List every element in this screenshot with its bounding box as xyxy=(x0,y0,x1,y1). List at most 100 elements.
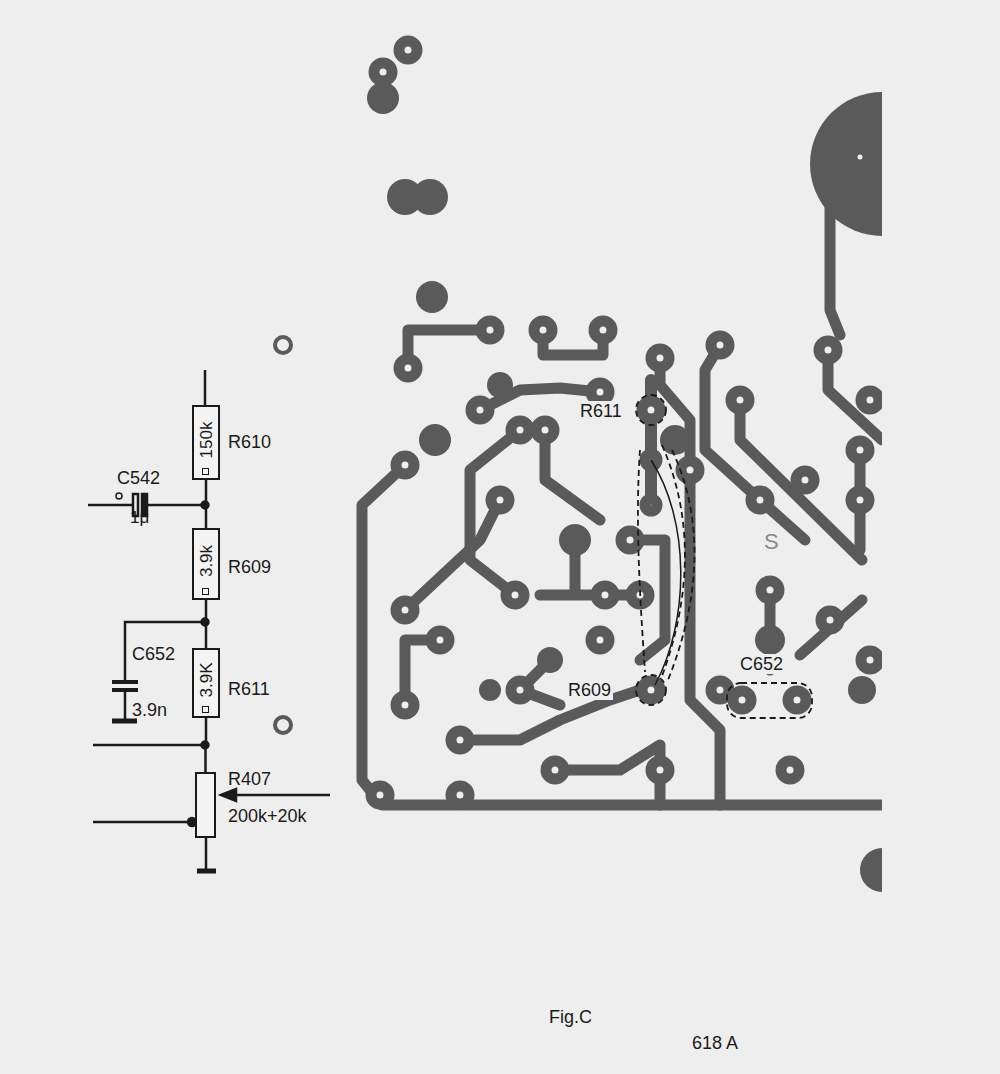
component-outline xyxy=(636,675,666,705)
solder-pad xyxy=(851,491,869,509)
copper-trace xyxy=(555,745,660,805)
solder-pad xyxy=(399,359,417,377)
copper-trace xyxy=(830,200,840,335)
wiper-arrow xyxy=(221,789,236,801)
jumper-wire xyxy=(651,460,681,685)
copper-blob xyxy=(487,372,513,398)
copper-trace xyxy=(800,600,862,655)
part-label: S xyxy=(762,530,781,554)
part-label: R610 xyxy=(228,433,271,451)
component-outline xyxy=(638,450,645,672)
copper-blob xyxy=(755,625,785,655)
solder-pad xyxy=(651,349,669,367)
solder-pad xyxy=(781,761,799,779)
drill-hole xyxy=(858,155,863,160)
resistor-symbol: R407200k+20k xyxy=(195,772,216,838)
resistor-value: 3.9k xyxy=(198,545,215,577)
copper-blob xyxy=(367,82,399,114)
copper-trace xyxy=(705,345,805,540)
copper-trace xyxy=(740,400,862,560)
pin-marker xyxy=(202,706,209,713)
solder-pad xyxy=(819,341,837,359)
solder-pad xyxy=(396,696,414,714)
wire xyxy=(88,504,133,507)
wire xyxy=(205,838,208,870)
wire xyxy=(124,690,127,720)
solder-pad xyxy=(591,631,609,649)
solder-pad xyxy=(645,499,657,511)
solder-pad xyxy=(371,786,389,804)
solder-pad xyxy=(711,336,729,354)
resistor-value: 150k xyxy=(198,421,215,458)
copper-area xyxy=(860,848,882,892)
copper-blob xyxy=(660,425,690,455)
part-label: 618 A xyxy=(690,1033,740,1053)
copper-area xyxy=(810,92,882,236)
part-label: R611 xyxy=(228,680,270,698)
copper-blob xyxy=(416,281,448,313)
drill-ring xyxy=(275,337,291,353)
solder-pad xyxy=(511,421,529,439)
solder-pad xyxy=(399,41,417,59)
solder-pad xyxy=(396,456,414,474)
pin-marker xyxy=(202,468,209,475)
solder-pad xyxy=(642,401,660,419)
copper-trace xyxy=(690,470,720,805)
copper-blob xyxy=(559,524,591,556)
solder-pad xyxy=(821,611,839,629)
part-label: 200k+20k xyxy=(228,807,307,825)
part-label: R609 xyxy=(228,558,271,576)
resistor-value: 3.9K xyxy=(198,663,215,698)
wire xyxy=(205,480,208,528)
solder-pad xyxy=(471,401,489,419)
drill-ring xyxy=(275,717,291,733)
copper-blob xyxy=(848,676,876,704)
solder-pad xyxy=(796,471,814,489)
ground-bar xyxy=(197,869,216,874)
figure-caption: Fig.C xyxy=(547,1007,594,1027)
copper-blob xyxy=(412,179,448,215)
copper-trace xyxy=(470,430,520,595)
wire xyxy=(204,370,207,405)
solder-pad xyxy=(451,786,469,804)
resistor-symbol: 3.9KR611 xyxy=(192,648,220,718)
solder-pad xyxy=(642,681,660,699)
copper-trace xyxy=(545,430,600,520)
copper-blob xyxy=(537,647,563,673)
wire xyxy=(147,504,205,507)
wire xyxy=(205,600,208,648)
part-label: 3.9n xyxy=(130,700,169,720)
wiper-line xyxy=(232,794,330,797)
copper-trace xyxy=(405,500,500,610)
polarity-mark xyxy=(116,493,122,499)
copper-blob xyxy=(419,424,451,456)
pcb-layout xyxy=(275,41,882,892)
solder-pad xyxy=(681,461,699,479)
schematic xyxy=(88,370,330,871)
solder-pad xyxy=(511,681,529,699)
part-label: C652 xyxy=(738,654,785,674)
component-outline xyxy=(727,683,812,718)
resistor-symbol: 150kR610 xyxy=(192,405,220,480)
part-label: 1μ xyxy=(128,508,151,527)
copper-trace xyxy=(362,465,882,805)
solder-pad xyxy=(733,691,751,709)
solder-pad xyxy=(621,531,639,549)
pin-marker xyxy=(202,588,209,595)
solder-pad xyxy=(506,586,524,604)
capacitor-plate xyxy=(112,680,138,684)
wire xyxy=(93,744,205,747)
solder-pad xyxy=(491,491,509,509)
part-label: R407 xyxy=(228,770,271,788)
copper-trace xyxy=(828,350,882,440)
copper-blob xyxy=(479,679,501,701)
solder-pad xyxy=(596,586,614,604)
solder-pad xyxy=(761,581,779,599)
solder-pad xyxy=(591,383,609,401)
solder-pad xyxy=(861,651,879,669)
solder-pad xyxy=(751,491,769,509)
solder-pad xyxy=(536,421,554,439)
part-label: C542 xyxy=(115,468,162,488)
solder-pad xyxy=(534,321,552,339)
